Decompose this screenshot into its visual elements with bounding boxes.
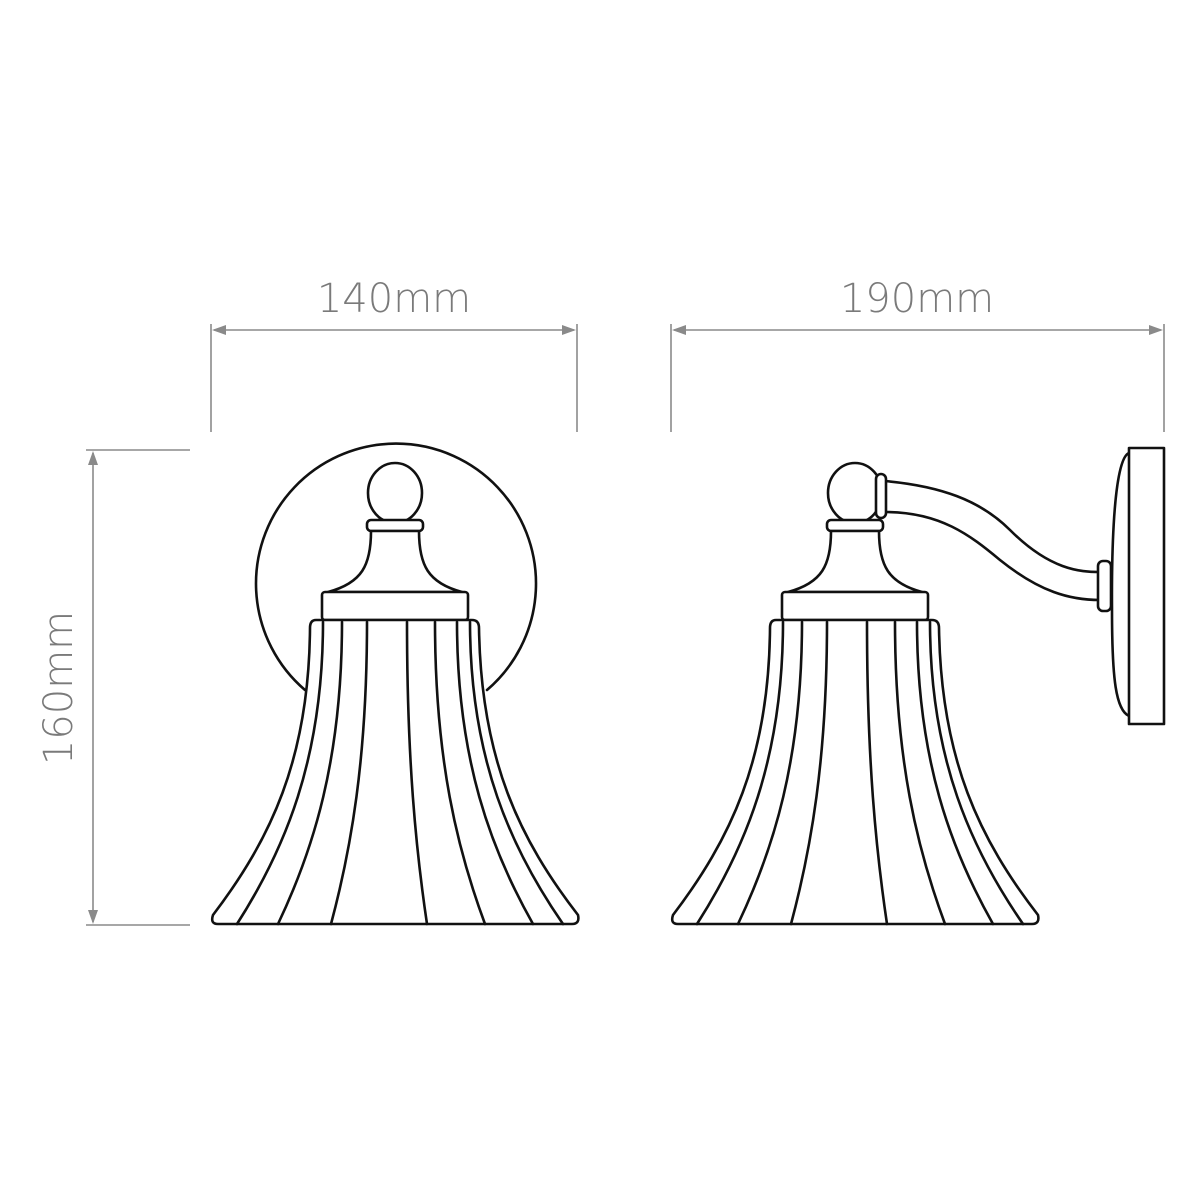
height-label: 160mm bbox=[36, 611, 82, 765]
bracket-arm bbox=[883, 479, 1102, 602]
width-label: 140mm bbox=[317, 276, 471, 322]
depth-label: 190mm bbox=[840, 276, 994, 322]
height-dimension: 160mm bbox=[36, 449, 190, 926]
width-dimension: 140mm bbox=[210, 276, 578, 432]
depth-dimension: 190mm bbox=[670, 276, 1165, 432]
wall-plate-edge bbox=[1110, 451, 1131, 718]
wall-plate-round bbox=[254, 442, 538, 692]
wall-plate bbox=[1127, 446, 1166, 726]
arm-knuckle bbox=[874, 472, 888, 520]
arm-collar bbox=[1096, 559, 1113, 613]
front-view bbox=[210, 442, 580, 926]
side-view bbox=[670, 446, 1166, 926]
